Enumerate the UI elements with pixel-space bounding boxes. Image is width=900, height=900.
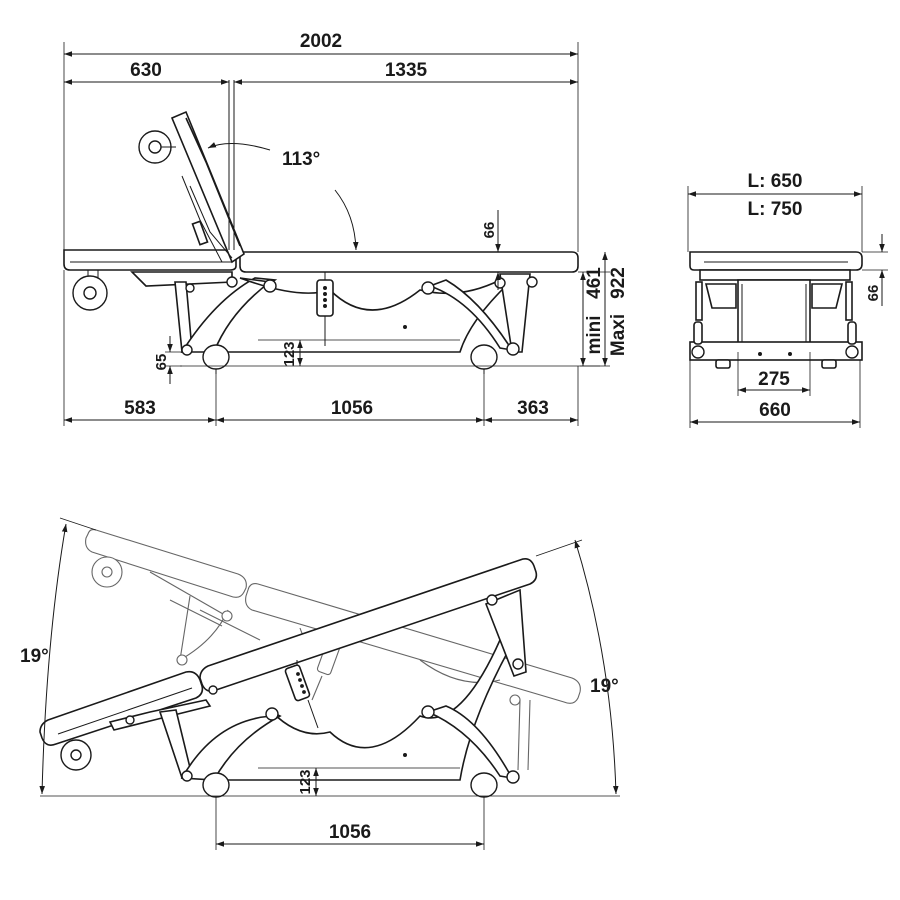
backrest-angle-label: 113° (282, 149, 320, 170)
height-max-value: 922 (608, 267, 629, 299)
width-2-label: L: 750 (748, 199, 803, 220)
tilt-wheel-base-label: 1056 (329, 822, 371, 843)
base-rollers (202, 344, 498, 374)
end-mattress-thickness-label: 66 (865, 285, 882, 302)
scissor-base (130, 271, 538, 356)
head-wheel (138, 130, 176, 164)
overall-length-label: 2002 (300, 31, 342, 52)
tilt-view: 19° 19° 123 1056 (20, 517, 620, 850)
remote-control (316, 272, 334, 346)
bed-platform (63, 249, 579, 273)
side-view: 2002 630 1335 113° 66 mini 461 Maxi 922 … (63, 31, 629, 426)
tilt-right-label: 19° (590, 676, 619, 697)
tilt-bed (39, 558, 538, 798)
frame-clearance-label: 123 (281, 341, 298, 366)
column-width-label: 275 (758, 369, 790, 390)
tilt-left-label: 19° (20, 646, 49, 667)
height-min-value: 461 (584, 267, 605, 299)
width-1-label: L: 650 (748, 171, 803, 192)
mattress-thickness-label: 66 (481, 222, 498, 239)
height-min-label: mini (584, 315, 605, 354)
seat-length-label: 1335 (385, 60, 428, 81)
end-view: L: 650 L: 750 66 275 660 (687, 171, 888, 428)
ground-clearance-label: 65 (153, 354, 170, 371)
foot-wheel (72, 270, 108, 311)
height-max-label: Maxi (608, 314, 629, 356)
backrest (170, 110, 245, 264)
foot-offset-label: 583 (124, 398, 156, 419)
head-offset-label: 363 (517, 398, 549, 419)
tilt-frame-clearance-label: 123 (297, 769, 314, 794)
backrest-length-label: 630 (130, 60, 162, 81)
wheel-base-label: 1056 (331, 398, 373, 419)
base-width-label: 660 (759, 400, 791, 421)
